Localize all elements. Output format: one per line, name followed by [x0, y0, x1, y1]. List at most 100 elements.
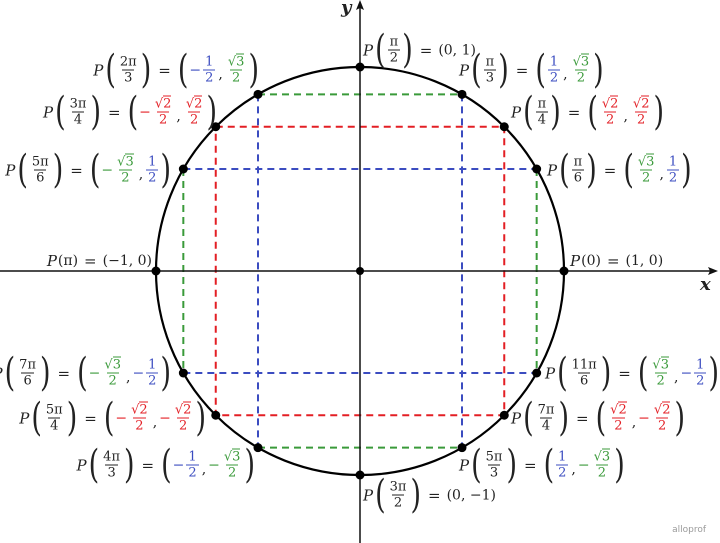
- numerator: √2: [652, 401, 673, 418]
- sqrt-expression: √2: [185, 95, 203, 112]
- numerator: 3π: [388, 480, 409, 495]
- point-11pi-6: [532, 368, 542, 378]
- radicand: 3: [580, 53, 590, 70]
- x-axis-arrow-icon: [708, 267, 718, 275]
- denominator: 4: [535, 111, 549, 128]
- radical-sign: √: [593, 449, 602, 465]
- open-paren: (: [543, 442, 555, 488]
- radical-sign: √: [637, 154, 647, 170]
- comma: ,: [673, 369, 679, 385]
- radicand: 2: [139, 401, 148, 418]
- numerator: 1: [146, 155, 158, 170]
- equals-sign: =: [618, 364, 631, 382]
- point-0: [559, 266, 569, 276]
- sqrt-expression: √3: [228, 53, 245, 70]
- open-paren: (: [375, 472, 386, 518]
- equals-sign: =: [84, 252, 97, 270]
- radicand: 3: [112, 356, 121, 373]
- minus-sign: −: [132, 365, 145, 381]
- close-paren: ): [140, 47, 152, 93]
- radical-sign: √: [117, 154, 126, 170]
- radical-sign: √: [185, 96, 195, 112]
- numerator-text: 1: [558, 449, 567, 465]
- radicand: 3: [236, 53, 245, 70]
- minus-sign: −: [638, 410, 650, 426]
- minus-sign: −: [101, 162, 114, 178]
- open-paren: (: [623, 147, 634, 193]
- coordinates: (0, 1): [438, 42, 476, 58]
- sqrt-expression: √2: [654, 401, 671, 418]
- radical-sign: √: [174, 402, 184, 418]
- radicand: 2: [662, 401, 671, 418]
- minus-sign: −: [159, 410, 171, 426]
- open-paren: (: [595, 395, 607, 441]
- point-function-P: P: [459, 456, 470, 474]
- equals-sign: =: [158, 61, 171, 79]
- denominator: 2: [387, 49, 401, 66]
- close-paren: ): [614, 442, 625, 488]
- open-paren: (: [581, 253, 587, 269]
- equals-sign: =: [107, 103, 121, 121]
- denominator: 2: [612, 417, 625, 434]
- close-paren: ): [593, 47, 604, 93]
- open-paren: (: [105, 47, 116, 93]
- denominator: 2: [133, 417, 146, 434]
- denominator: 6: [34, 169, 47, 186]
- close-paren: ): [410, 472, 422, 518]
- numerator: √3: [226, 53, 247, 70]
- numerator: 1: [694, 358, 706, 373]
- radicand: 2: [163, 95, 172, 112]
- numerator: 1: [146, 358, 158, 373]
- open-paren: (: [471, 442, 482, 488]
- denominator: 2: [230, 69, 243, 86]
- close-paren: ): [600, 350, 612, 396]
- numerator: 3π: [68, 97, 89, 112]
- point-4pi-3: [253, 443, 263, 453]
- radical-sign: √: [610, 402, 619, 418]
- point-pi-3: [457, 89, 467, 99]
- denominator: 3: [487, 464, 501, 481]
- point-function-P: P: [5, 161, 16, 179]
- numerator: √3: [650, 356, 671, 373]
- denominator: 2: [119, 169, 132, 186]
- radicand: 2: [618, 401, 627, 418]
- point-pi-4: [499, 122, 509, 132]
- numerator: π: [388, 35, 401, 50]
- equals-sign: =: [84, 409, 97, 427]
- open-paren: (: [471, 47, 482, 93]
- point-5pi-6: [178, 164, 188, 174]
- point-function-P: P: [0, 364, 3, 382]
- sqrt-expression: √3: [117, 153, 134, 170]
- denominator: 2: [595, 464, 609, 481]
- denominator: 2: [656, 417, 669, 434]
- numerator: √3: [636, 153, 657, 170]
- numerator: 5π: [44, 403, 65, 418]
- coordinates: (0, −1): [446, 487, 496, 503]
- comma: ,: [218, 66, 223, 82]
- numerator: π: [572, 155, 585, 170]
- close-paren: ): [206, 89, 217, 135]
- denominator: 2: [146, 372, 159, 389]
- numerator-text: 1: [205, 54, 214, 70]
